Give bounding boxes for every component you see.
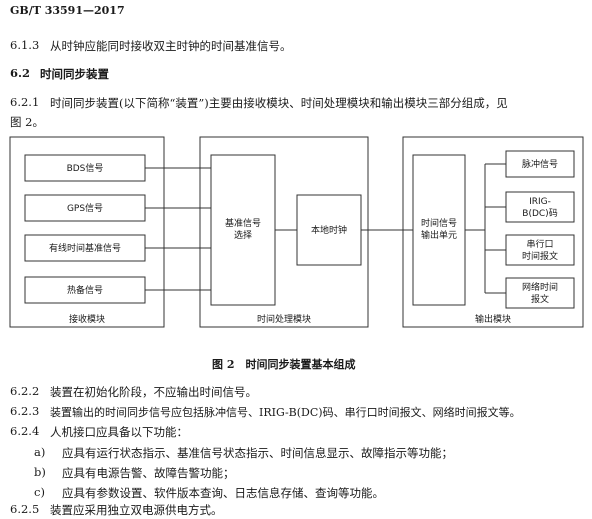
time-signal-output-unit-box xyxy=(412,154,466,306)
gps-signal-label: GPS信号 xyxy=(67,202,103,214)
receive-module-label: 接收模块 xyxy=(69,313,105,325)
list-item-a-text: 应具有运行状态指示、基准信号状态指示、时间信息显示、故障指示等功能； xyxy=(62,446,453,460)
reference-select-label-1: 基准信号 xyxy=(225,217,261,229)
clause-6-2-2-text: 装置在初始化阶段，不应输出时间信号。 xyxy=(50,385,257,399)
network-time-label-2: 报文 xyxy=(531,293,549,305)
pulse-signal-label: 脉冲信号 xyxy=(522,158,558,170)
clause-6-2-4-number: 6.2.4 xyxy=(10,424,40,438)
list-item-c-label: c) xyxy=(34,485,45,499)
clause-6-1-3-text: 从时钟应能同时接收双主时钟的时间基准信号。 xyxy=(50,39,292,53)
list-item-b-label: b) xyxy=(34,465,46,479)
hot-standby-signal-label: 热备信号 xyxy=(67,284,103,296)
time-processing-module-box xyxy=(199,136,369,328)
time-processing-module-label: 时间处理模块 xyxy=(257,313,311,325)
clause-6-1-3-number: 6.1.3 xyxy=(10,38,40,52)
reference-select-box xyxy=(210,154,276,306)
local-clock-label: 本地时钟 xyxy=(311,224,347,236)
clause-6-2-3-number: 6.2.3 xyxy=(10,404,40,418)
standard-number-header: GB/T 33591—2017 xyxy=(10,4,125,17)
output-unit-label-2: 输出单元 xyxy=(421,229,457,241)
clause-6-2-5-text: 装置应采用独立双电源供电方式。 xyxy=(50,503,223,517)
reference-select-label-2: 选择 xyxy=(234,229,252,241)
serial-time-label-2: 时间报文 xyxy=(522,250,558,262)
clause-6-2-2-number: 6.2.2 xyxy=(10,384,40,398)
irig-b-label-2: B(DC)码 xyxy=(522,208,557,219)
clause-6-2-1-line2: 图 2。 xyxy=(10,115,44,129)
output-module-box xyxy=(402,136,584,328)
receive-module-box xyxy=(9,136,165,328)
list-item-a-label: a) xyxy=(34,445,46,459)
network-time-label-1: 网络时间 xyxy=(522,281,558,293)
clause-6-2-1-number: 6.2.1 xyxy=(10,95,40,109)
list-item-c-text: 应具有参数设置、软件版本查询、日志信息存储、查询等功能。 xyxy=(62,486,384,500)
output-unit-label-1: 时间信号 xyxy=(421,217,457,229)
irig-b-label-1: IRIG- xyxy=(529,197,551,207)
serial-time-label-1: 串行口 xyxy=(526,238,553,250)
bds-signal-label: BDS信号 xyxy=(67,162,104,174)
clause-6-2-3-text: 装置输出的时间同步信号应包括脉冲信号、IRIG-B(DC)码、串行口时间报文、网… xyxy=(50,406,521,419)
wired-time-reference-label: 有线时间基准信号 xyxy=(49,242,121,254)
section-6-2-title: 时间同步装置 xyxy=(40,67,109,81)
clause-6-2-5-number: 6.2.5 xyxy=(10,502,40,516)
output-module-label: 输出模块 xyxy=(475,313,511,325)
clause-6-2-4-text: 人机接口应具备以下功能： xyxy=(50,425,188,439)
clause-6-2-1-line1: 时间同步装置(以下简称“装置”)主要由接收模块、时间处理模块和输出模块三部分组成… xyxy=(50,96,508,110)
section-6-2-number: 6.2 xyxy=(10,66,31,80)
figure-2-caption: 图 2 时间同步装置基本组成 xyxy=(212,358,356,371)
list-item-b-text: 应具有电源告警、故障告警功能； xyxy=(62,466,235,480)
